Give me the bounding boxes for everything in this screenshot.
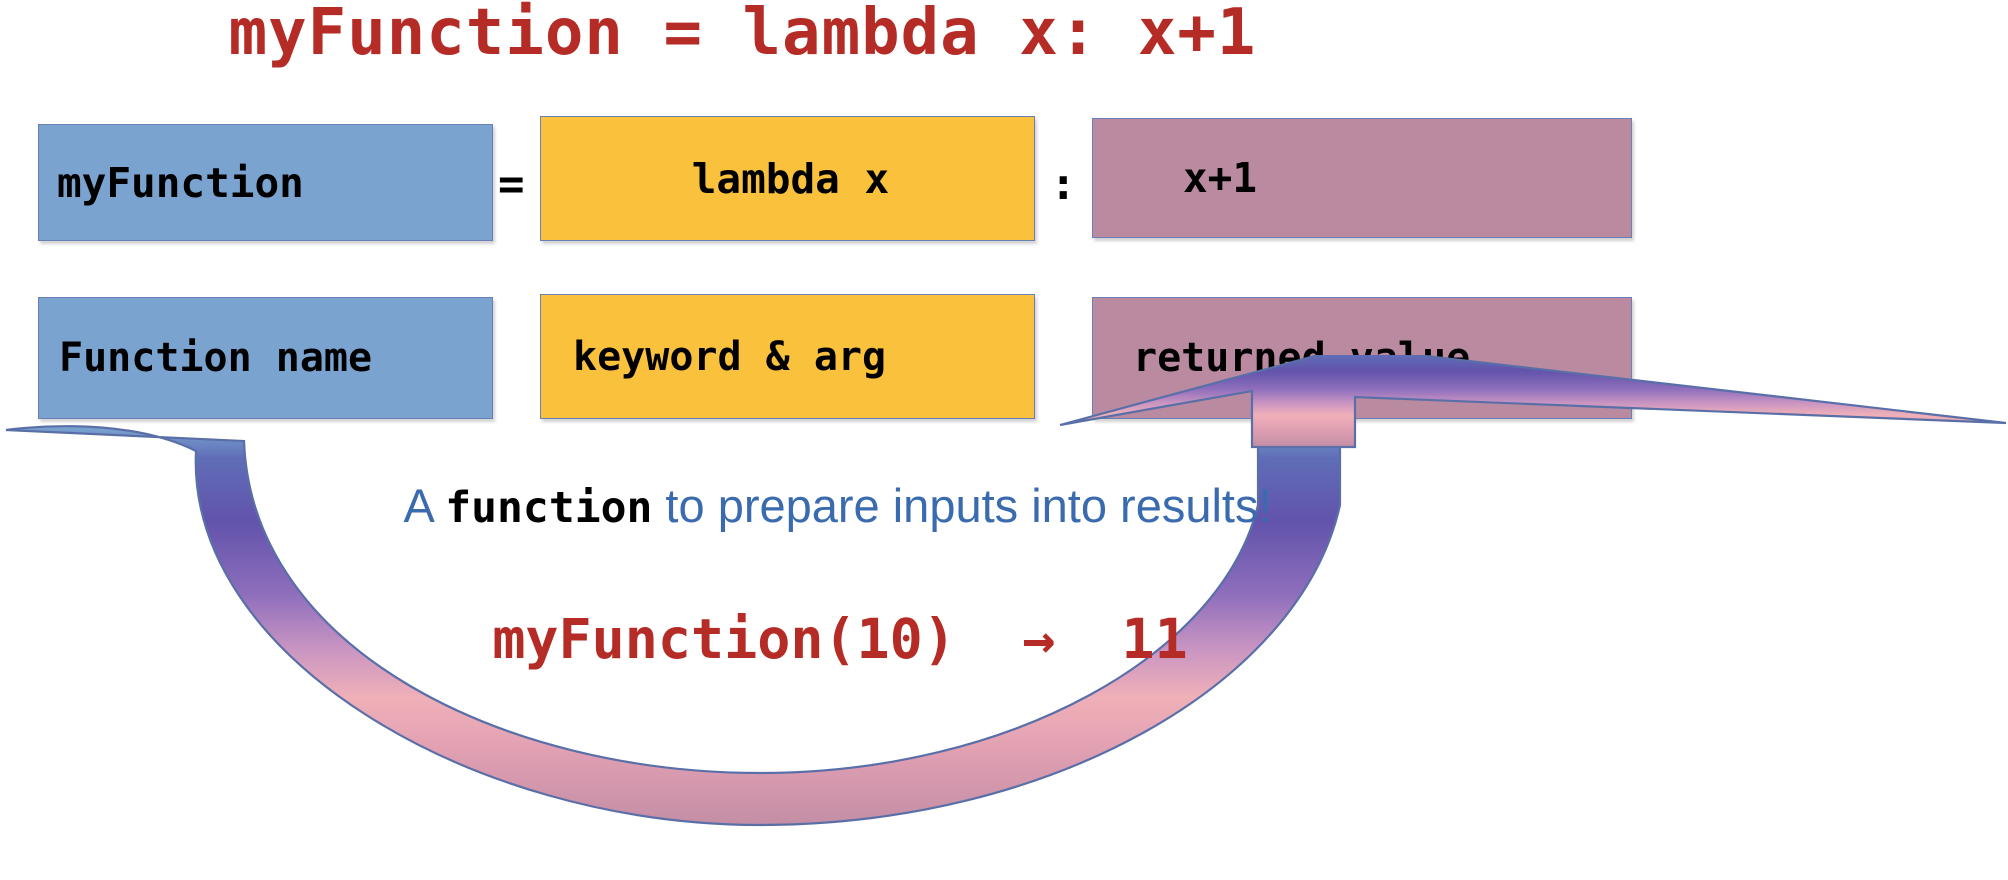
code-box-lambda-keyword: lambda x [540, 116, 1035, 241]
code-box-function-name-text: myFunction [57, 158, 304, 207]
separator-equals: = [498, 159, 525, 210]
label-box-function-name-text: Function name [59, 335, 373, 381]
code-box-return-expression: x+1 [1092, 118, 1632, 238]
page-title: myFunction = lambda x: x+1 [228, 0, 1257, 70]
uturn-arrow-graphic [5, 355, 2007, 827]
label-box-keyword-arg: keyword & arg [540, 294, 1035, 419]
arrow-head-chevron [1059, 355, 2007, 449]
code-box-return-expression-text: x+1 [1183, 154, 1258, 202]
arrow-ribbon [5, 425, 1342, 827]
caption-after: to prepare inputs into results! [652, 479, 1272, 532]
caption-keyword: function [445, 483, 653, 533]
caption-before: A [403, 479, 446, 532]
caption-line: A function to prepare inputs into result… [0, 482, 1675, 530]
call-example-line: myFunction(10) → 11 [492, 607, 1188, 671]
code-box-lambda-keyword-text: lambda x [691, 154, 890, 203]
label-box-function-name: Function name [38, 297, 493, 419]
code-box-function-name: myFunction [38, 124, 493, 241]
label-box-keyword-arg-text: keyword & arg [573, 333, 887, 380]
separator-colon: : [1050, 159, 1077, 210]
